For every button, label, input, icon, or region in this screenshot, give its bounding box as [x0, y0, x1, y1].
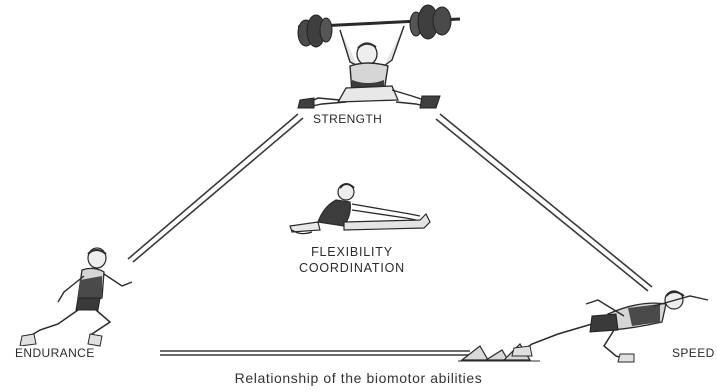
coordination-label: COORDINATION — [272, 260, 432, 276]
center-labels: FLEXIBILITY COORDINATION — [272, 244, 432, 276]
endurance-label: ENDURANCE — [15, 346, 95, 360]
strength-label: STRENGTH — [313, 112, 382, 126]
figure-caption: Relationship of the biomotor abilities — [0, 370, 717, 386]
speed-label: SPEED — [672, 346, 715, 360]
flexibility-label: FLEXIBILITY — [272, 244, 432, 260]
